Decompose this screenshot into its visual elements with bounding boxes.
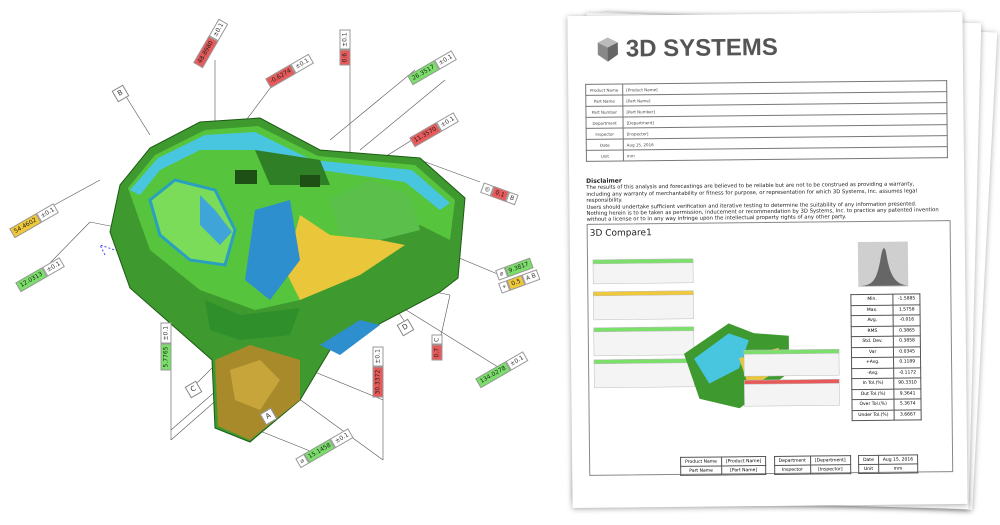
callout[interactable]: 0.6±0.1 — [339, 29, 351, 66]
part-model — [44, 40, 501, 461]
cell-value: 5.3674 — [894, 398, 922, 410]
cell-label: Unit — [586, 150, 624, 162]
footer-product-table: Product Name[Product Name] Part Name[Par… — [680, 456, 766, 476]
stats-row: Min.-1.5885 — [850, 293, 920, 306]
cell-value: -0.016 — [893, 314, 921, 326]
cell-label: +Avg. — [851, 357, 895, 369]
stats-row: +Avg.0.1189 — [851, 356, 921, 369]
cell-value: -1.5885 — [893, 293, 920, 305]
stats-row: Over Tol.(%)5.3674 — [851, 398, 922, 411]
stats-row: Out Tol.(%)9.3641 — [851, 388, 921, 400]
cell-label: Over Tol.(%) — [851, 399, 895, 411]
footer-tables: Product Name[Product Name] Part Name[Par… — [680, 454, 924, 476]
callout[interactable]: 5.7765±0.1 — [160, 322, 172, 371]
cell-value: 1.5758 — [893, 304, 921, 316]
company-logo: 3D SYSTEMS — [596, 34, 778, 64]
cell-label: Product Name — [585, 84, 623, 96]
cell-label: In Tol.(%) — [851, 378, 895, 390]
cell-label: Date — [586, 139, 624, 151]
cell-value: 3.6667 — [894, 409, 922, 421]
stats-row: Avg.-0.016 — [851, 314, 921, 327]
info-table: Product Name[Product Name]Part Name[Part… — [585, 80, 948, 162]
cell-value: -0.1172 — [894, 367, 921, 379]
cell-label: Std. Dev. — [851, 336, 894, 348]
cell-value: 0.3858 — [893, 335, 921, 347]
report-page: 3D SYSTEMS Product Name[Product Name]Par… — [567, 11, 968, 509]
cell-label: Avg. — [851, 315, 894, 327]
deviation-histogram — [857, 241, 909, 288]
cell-value: 90.3310 — [894, 377, 921, 389]
cell-label: RMS — [851, 325, 894, 337]
cell-value: mm — [623, 146, 948, 162]
cell-label: Part Name — [585, 95, 623, 107]
cell-label: Department — [585, 117, 624, 129]
stats-row: -Avg.-0.1172 — [851, 367, 921, 379]
disclaimer: Disclaimer The results of this analysis … — [586, 175, 951, 224]
cad-drawing: 48.8980±0.1 -0.6274±0.1 0.6±0.1 26.3517±… — [9, 18, 541, 469]
cell-label: Inspector — [586, 128, 624, 140]
cell-label: -Avg. — [851, 367, 895, 379]
stats-row: Max.1.5758 — [850, 304, 921, 316]
footer-department-table: Department[Department] Inspector[Inspect… — [774, 455, 851, 475]
cell-label: Min. — [850, 294, 894, 306]
cell-label: Out Tol.(%) — [851, 388, 895, 400]
stats-row: Under Tol.(%)3.6667 — [852, 409, 922, 421]
cell-label: Part Number — [585, 106, 623, 118]
stats-row: In Tol.(%)90.3310 — [851, 377, 921, 390]
compare-model-thumbnail — [592, 258, 840, 409]
cell-label: Under Tol.(%) — [852, 409, 895, 421]
stats-row: Std. Dev.0.3858 — [851, 335, 921, 348]
cell-value: 0.3865 — [893, 325, 921, 337]
compare-title: 3D Compare1 — [589, 228, 652, 239]
callout[interactable]: 30.3372±0.1 — [372, 346, 384, 398]
cell-value: 0.1189 — [893, 356, 921, 368]
cell-label: Var — [851, 346, 894, 358]
cell-label: Max. — [850, 304, 894, 316]
cell-value: 9.3641 — [894, 388, 921, 400]
3d-systems-logo-icon — [597, 37, 618, 62]
cell-value: 0.0345 — [893, 346, 921, 358]
